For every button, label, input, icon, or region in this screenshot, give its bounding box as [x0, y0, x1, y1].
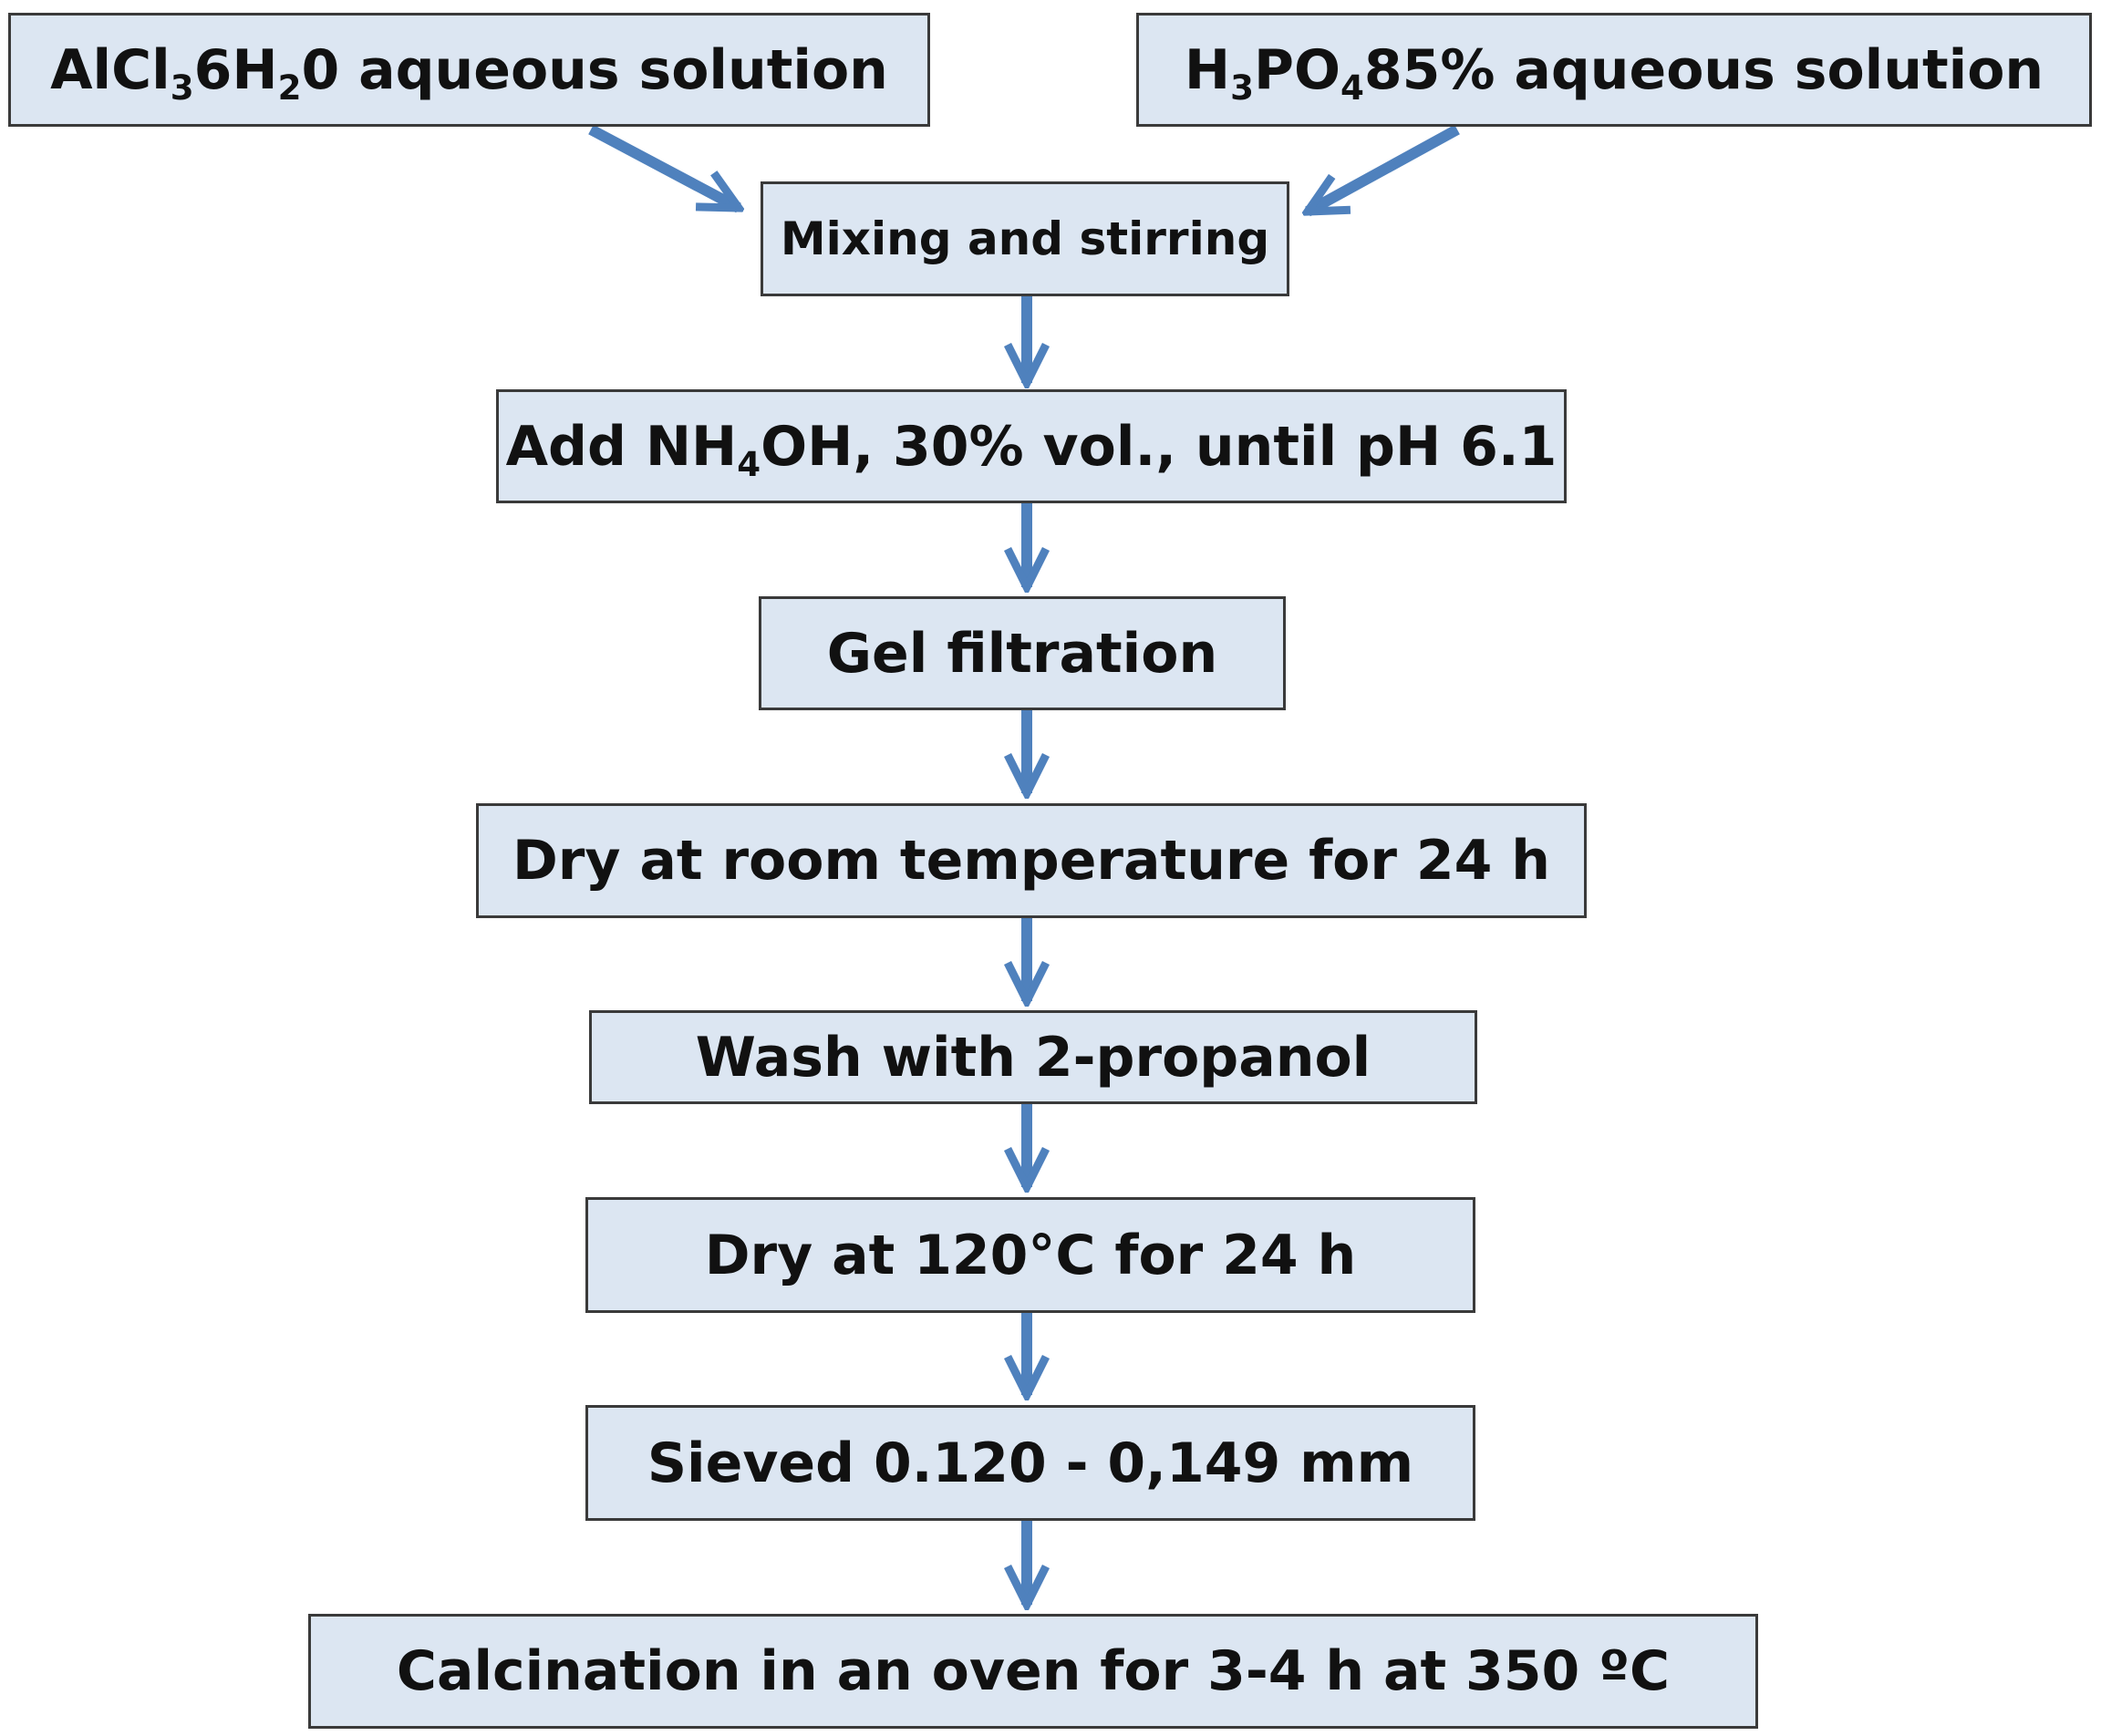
add-nh4oh-box: Add NH4OH, 30% vol., until pH 6.1 — [496, 389, 1567, 503]
dry-room-temperature-label: Dry at room temperature for 24 h — [512, 829, 1550, 893]
wash-2-propanol-box: Wash with 2-propanol — [589, 1010, 1477, 1104]
arrow-alcl3-to-mixing — [588, 124, 739, 213]
mixing-stirring-label: Mixing and stirring — [780, 212, 1270, 265]
alcl3-solution-label: AlCl3 6H20 aqueous solution — [50, 37, 888, 108]
gel-filtration-label: Gel filtration — [826, 621, 1218, 686]
add-nh4oh-label: Add NH4OH, 30% vol., until pH 6.1 — [505, 414, 1558, 484]
dry-room-temperature-box: Dry at room temperature for 24 h — [476, 803, 1587, 918]
gel-filtration-box: Gel filtration — [759, 596, 1286, 710]
wash-2-propanol-label: Wash with 2-propanol — [695, 1025, 1371, 1090]
dry-120c-box: Dry at 120°C for 24 h — [585, 1197, 1475, 1313]
calcination-box: Calcination in an oven for 3-4 h at 350 … — [308, 1614, 1758, 1729]
arrow-h3po4-to-mixing — [1308, 124, 1460, 217]
calcination-label: Calcination in an oven for 3-4 h at 350 … — [396, 1639, 1671, 1703]
sieved-label: Sieved 0.120 - 0,149 mm — [647, 1431, 1414, 1495]
sieved-box: Sieved 0.120 - 0,149 mm — [585, 1405, 1475, 1521]
h3po4-solution-box: H3PO4 85% aqueous solution — [1136, 13, 2092, 127]
mixing-stirring-box: Mixing and stirring — [761, 181, 1289, 296]
dry-120c-label: Dry at 120°C for 24 h — [704, 1223, 1357, 1287]
h3po4-solution-label: H3PO4 85% aqueous solution — [1184, 37, 2044, 108]
alcl3-solution-box: AlCl3 6H20 aqueous solution — [8, 13, 930, 127]
